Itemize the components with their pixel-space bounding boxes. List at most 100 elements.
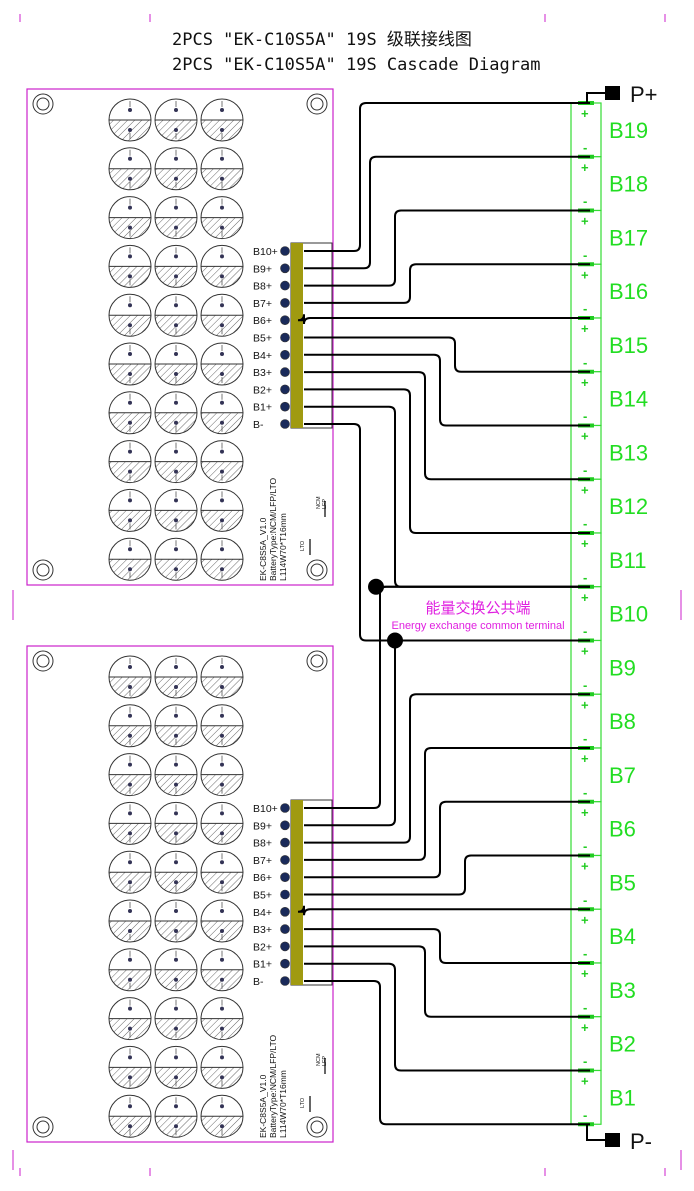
cell-holder [154, 1045, 198, 1089]
battery-cell: +-B6 [570, 799, 636, 857]
pin-pad [280, 384, 290, 395]
silkscreen-line: BatteryType:NCM/LFP/LTO [268, 477, 278, 581]
diagram-title-cn: 2PCS "EK-C10S5A" 19S 级联接线图 [172, 30, 472, 50]
cell-minus-sign: - [583, 355, 587, 370]
cell-holder [200, 753, 244, 797]
cell-holder [108, 899, 152, 943]
pin-pad [280, 906, 290, 917]
cell-minus-sign: - [583, 839, 587, 854]
cell-plus-sign: + [581, 912, 589, 927]
cell-holder [108, 488, 152, 532]
cell-holder [108, 196, 152, 240]
cell-plus-sign: + [581, 536, 589, 551]
mounting-hole [32, 559, 54, 581]
cell-holder [200, 293, 244, 337]
pin-pad [280, 924, 290, 934]
cell-holder [154, 488, 198, 532]
mounting-hole [306, 650, 328, 672]
cell-holder [108, 244, 152, 288]
wire [304, 693, 590, 844]
balance-connector [290, 242, 333, 429]
negative-terminal: P- [586, 1124, 652, 1154]
wire [304, 800, 590, 879]
pin-label: B4+ [253, 350, 272, 362]
jumper-label-ncm: NCM [316, 496, 322, 509]
wire [304, 209, 590, 287]
battery-cell: +-B12 [570, 477, 648, 534]
cell-holder [200, 655, 244, 699]
cell-holder [200, 244, 244, 288]
cell-holder [200, 1094, 244, 1138]
cell-label: B13 [609, 440, 648, 465]
cell-holder [200, 704, 244, 748]
battery-cell: +-B19 [570, 101, 648, 158]
cell-label: B2 [609, 1032, 636, 1057]
cell-holder [154, 997, 198, 1041]
wire [304, 388, 590, 534]
pin-label: B2+ [253, 384, 272, 396]
mounting-hole [306, 559, 328, 581]
pin-pad [280, 332, 290, 343]
cell-holder [154, 753, 198, 797]
wire [304, 423, 590, 642]
cell-holder [154, 147, 198, 191]
cell-label: B1 [609, 1085, 636, 1110]
wire [304, 639, 590, 827]
cell-label: B9 [609, 655, 636, 680]
pin-pad [280, 401, 290, 412]
cell-minus-sign: - [583, 570, 587, 585]
cell-minus-sign: - [583, 785, 587, 800]
silkscreen-line: L114W70*T16mm [278, 513, 288, 581]
pin-label: B1+ [253, 402, 272, 414]
cell-label: B15 [609, 333, 648, 358]
wire [304, 928, 590, 964]
pin-pad [280, 941, 290, 952]
cell-minus-sign: - [583, 462, 587, 477]
cell-plus-sign: + [581, 966, 589, 981]
wire [304, 336, 590, 373]
cell-label: B5 [609, 870, 636, 895]
cell-holder [154, 1094, 198, 1138]
battery-cell: +-B5 [570, 853, 636, 910]
pin-pad [280, 803, 290, 813]
cell-label: B16 [609, 279, 648, 304]
mounting-hole [32, 93, 54, 115]
battery-cell: +-B10 [570, 584, 648, 642]
battery-cell: +-B15 [570, 316, 648, 373]
cell-minus-sign: - [583, 1054, 587, 1069]
battery-cell: +-B14 [570, 369, 648, 427]
cell-plus-sign: + [581, 644, 589, 659]
cell-plus-sign: + [581, 106, 589, 121]
cell-holder [200, 850, 244, 894]
pin-label: B5+ [253, 890, 272, 902]
positive-terminal-label: P+ [630, 82, 658, 107]
cell-minus-sign: - [583, 1000, 587, 1015]
cell-holder [154, 899, 198, 943]
cell-label: B6 [609, 817, 636, 842]
pin-label: B10+ [253, 803, 278, 815]
cell-label: B10 [609, 602, 648, 627]
cell-label: B14 [609, 387, 648, 412]
mounting-hole [32, 1116, 54, 1138]
cell-holder [108, 1045, 152, 1089]
cell-holder [154, 391, 198, 435]
battery-cell: + - B11 [570, 531, 647, 588]
cell-minus-sign: - [583, 946, 587, 961]
cell-plus-sign: + [581, 429, 589, 444]
cell-minus-sign: - [583, 624, 587, 639]
pin-label: B7+ [253, 855, 272, 867]
cell-plus-sign: + [581, 859, 589, 874]
cell-label: B17 [609, 225, 648, 250]
pin-label: B- [253, 976, 264, 988]
cell-plus-sign: + [581, 160, 589, 175]
cell-label: B11 [609, 548, 647, 573]
pin-label: B9+ [253, 820, 272, 832]
pin-pad [280, 958, 290, 969]
cell-label: B7 [609, 763, 636, 788]
cell-minus-sign: - [583, 1107, 587, 1122]
common-terminal-label-cn: 能量交换公共端 [425, 599, 530, 617]
pin-pad [280, 246, 290, 256]
